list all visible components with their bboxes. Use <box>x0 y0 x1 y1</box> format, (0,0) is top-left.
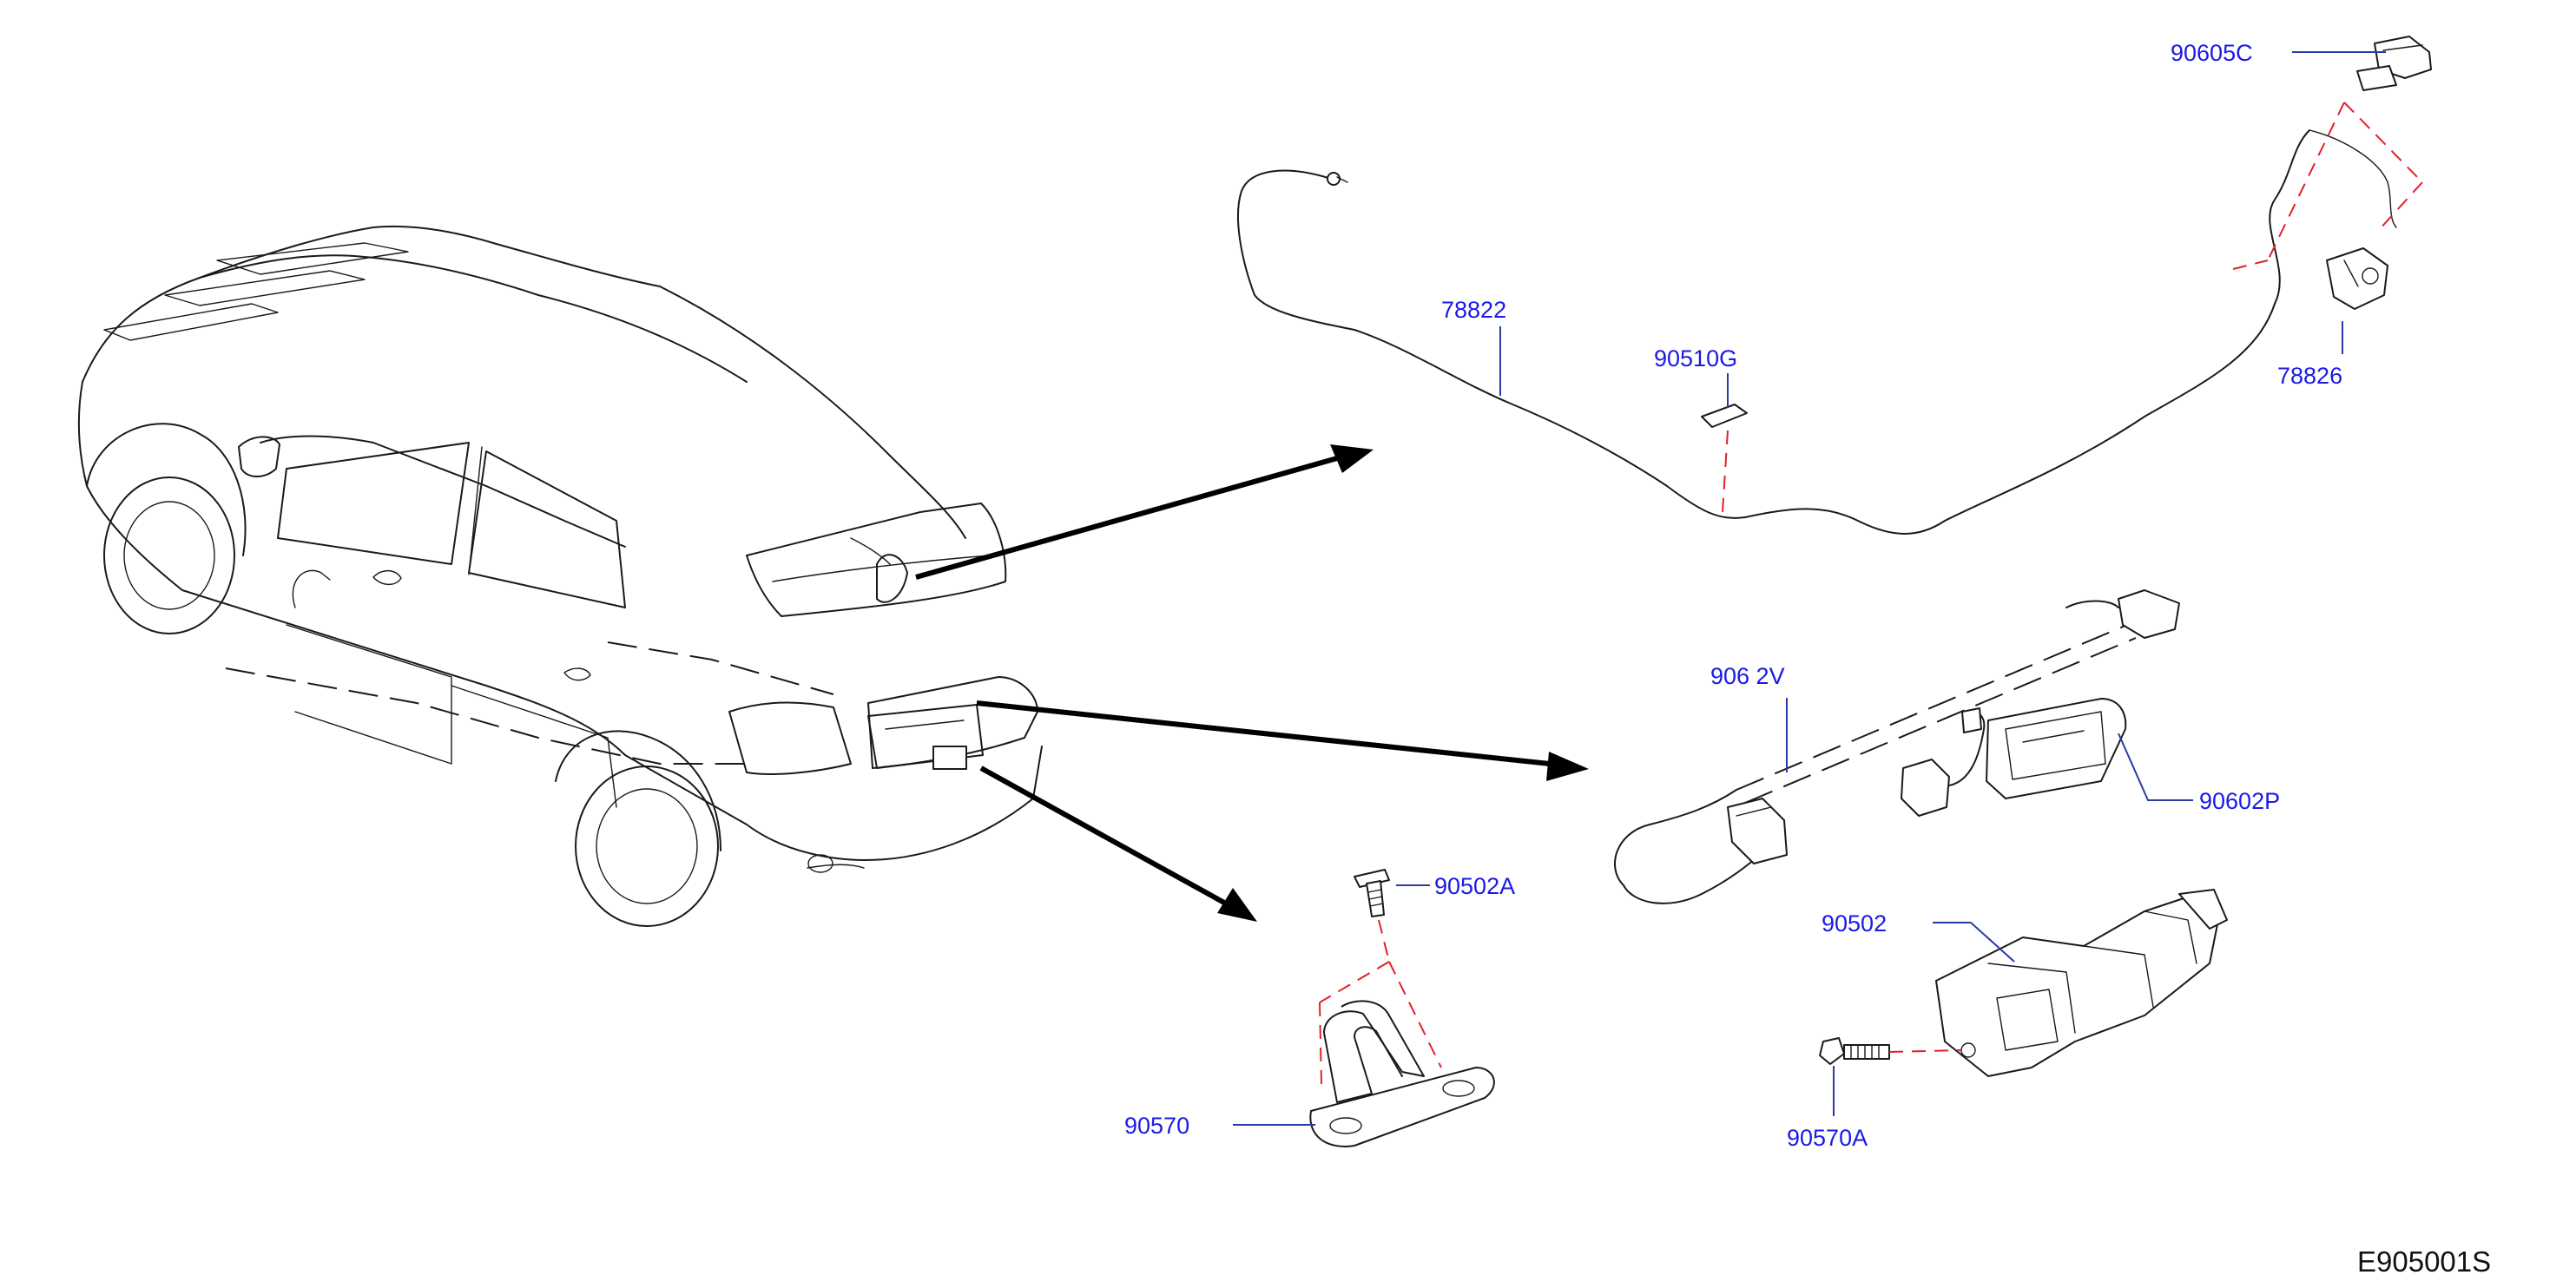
label-78826: 78826 <box>2277 363 2342 389</box>
label-90602P: 90602P <box>2199 788 2280 814</box>
callout-labels: 78822 90510G 90605C 78826 906 2V 90602P … <box>1124 40 2342 1151</box>
label-90510G: 90510G <box>1654 345 1737 371</box>
label-90502: 90502 <box>1822 910 1887 936</box>
camera-assembly-78826 <box>2232 36 2432 310</box>
figure-id: E905001S <box>2357 1245 2491 1278</box>
vehicle-illustration <box>77 225 1043 927</box>
striker-assembly-90570 <box>1309 869 1495 1147</box>
label-78822: 78822 <box>1441 297 1506 323</box>
switch-harness-assembly <box>1614 589 2180 904</box>
label-906-2V: 906 2V <box>1710 663 1785 689</box>
pointer-arrows <box>915 444 1589 922</box>
latch-assembly-90502 <box>1819 889 2228 1077</box>
leader-lines <box>1233 51 2386 1126</box>
label-90570: 90570 <box>1124 1113 1189 1139</box>
label-90570A: 90570A <box>1787 1125 1868 1151</box>
label-90502A: 90502A <box>1434 873 1515 899</box>
label-90605C: 90605C <box>2171 40 2253 66</box>
harness-78822 <box>1237 129 2310 535</box>
